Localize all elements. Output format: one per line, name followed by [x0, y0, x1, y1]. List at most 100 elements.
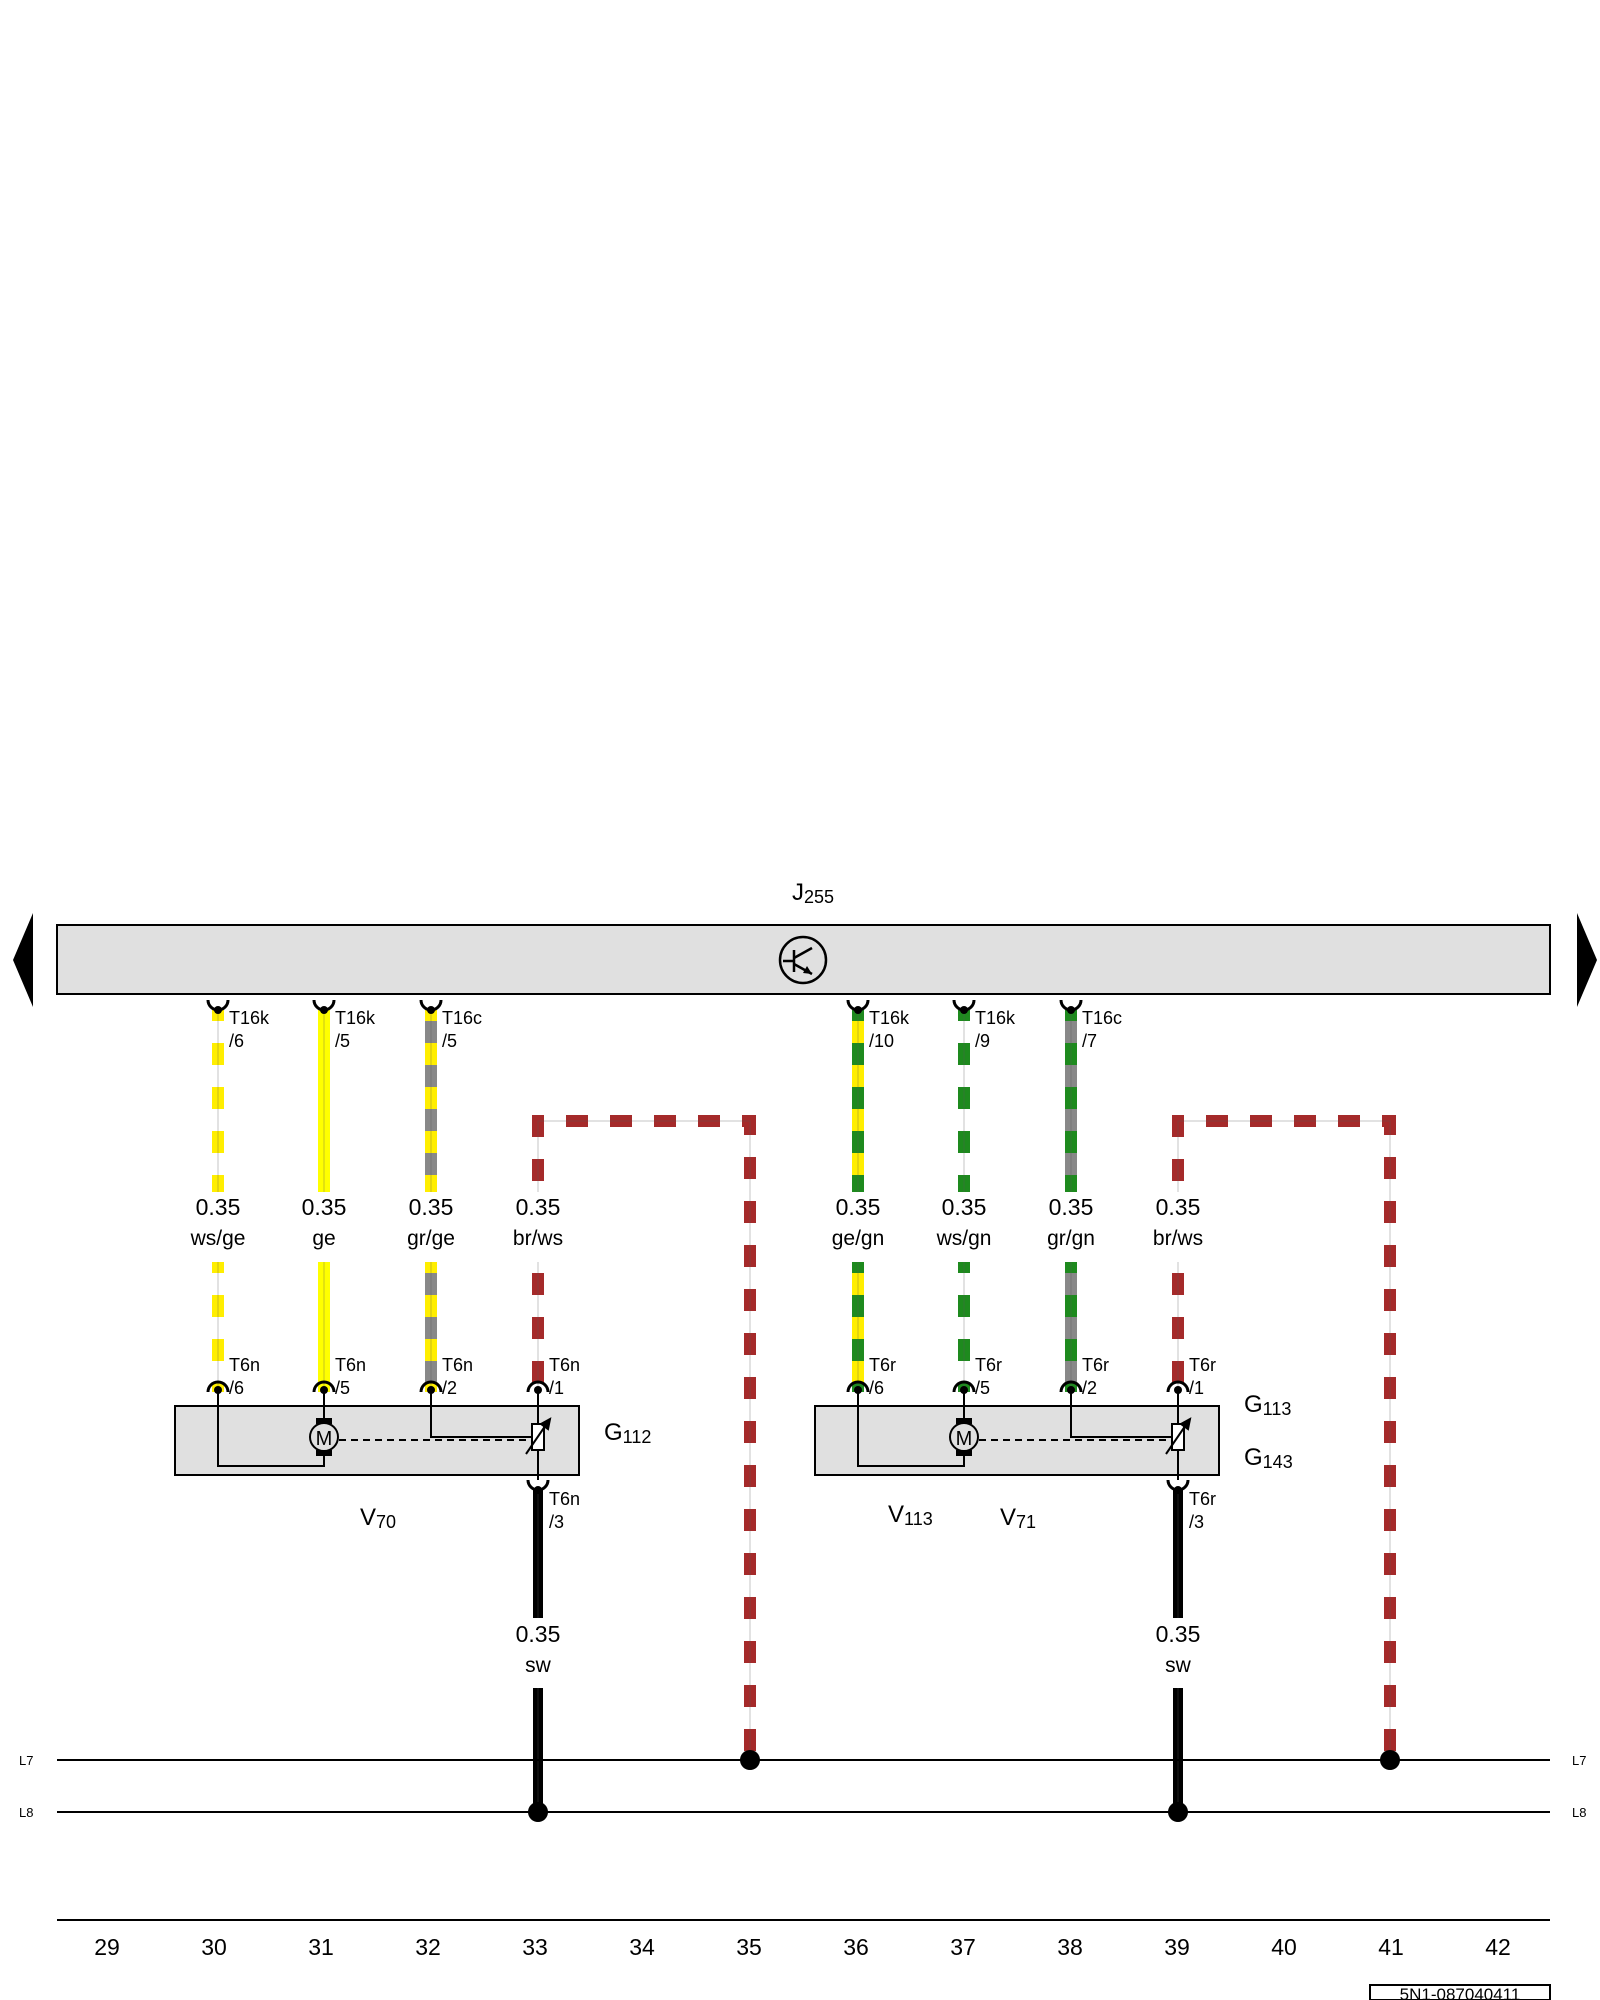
wire-labels: 0.35 ws/ge 0.35 ge 0.35 gr/ge 0.35 br/ws…: [190, 1194, 1204, 1677]
wire-color-label: br/ws: [1153, 1227, 1203, 1250]
ground-wire-color-label: sw: [525, 1654, 552, 1677]
junction-dot: [1380, 1750, 1400, 1770]
grid-number: 29: [94, 1934, 120, 1960]
connector-pin-icon: [952, 999, 976, 1014]
bottom-connector-label: T6r: [869, 1355, 896, 1375]
grid-number: 42: [1485, 1934, 1511, 1960]
top-connector-label: T16c: [442, 1008, 482, 1028]
connector-pin-icon: [312, 999, 336, 1014]
wire-size-label: 0.35: [516, 1194, 561, 1220]
bottom-pin-label: /5: [975, 1378, 990, 1398]
top-connector-label: T16c: [1082, 1008, 1122, 1028]
grid-number: 37: [950, 1934, 976, 1960]
connector-pin-icon: [312, 1380, 336, 1394]
bottom-pin-label: /6: [229, 1378, 244, 1398]
bus-label: L8: [1572, 1805, 1586, 1820]
motor-label-v113: V113: [888, 1501, 933, 1529]
potentiometer-icon: [1165, 1417, 1192, 1455]
connector-pin-icon: [846, 999, 870, 1014]
connector-pin-icon: [419, 1380, 443, 1394]
connector-pin-icon: [1166, 1479, 1190, 1494]
top-connector-label: T16k: [975, 1008, 1016, 1028]
wire-size-label: 0.35: [1156, 1194, 1201, 1220]
ground-wire-size-label: 0.35: [516, 1621, 561, 1647]
junction-dot: [1168, 1802, 1188, 1822]
ground-connector-label: T6r: [1189, 1489, 1216, 1509]
wire-size-label: 0.35: [836, 1194, 881, 1220]
control-unit-label: J255: [792, 879, 834, 907]
bottom-connector-label: T6n: [335, 1355, 366, 1375]
connector-pin-icon: [1059, 999, 1083, 1014]
wire-color-label: gr/gn: [1047, 1227, 1095, 1250]
wire-color-label: ws/ge: [190, 1227, 246, 1250]
connector-pin-icon: [1059, 1380, 1083, 1394]
bottom-connector-label: T6n: [442, 1355, 473, 1375]
grid-number: 39: [1164, 1934, 1190, 1960]
top-pin-label: /9: [975, 1031, 990, 1051]
ground-wire-size-label: 0.35: [1156, 1621, 1201, 1647]
ground-pin-label: /3: [1189, 1512, 1204, 1532]
wire-w4: [532, 1115, 756, 1760]
motor-label-v71: V71: [1000, 1504, 1036, 1532]
connector-pin-icon: [419, 999, 443, 1014]
wire-size-label: 0.35: [302, 1194, 347, 1220]
grid-number: 36: [843, 1934, 869, 1960]
wire-size-label: 0.35: [942, 1194, 987, 1220]
grid-number: 40: [1271, 1934, 1297, 1960]
connector-pin-icon: [206, 999, 230, 1014]
motor-label-v70: V70: [360, 1504, 396, 1532]
reference-box: [1369, 1984, 1551, 2000]
wire-color-label: ws/gn: [936, 1227, 992, 1250]
sensor-label-g113: G113: [1244, 1391, 1291, 1419]
sensor-label-g112: G112: [604, 1419, 651, 1447]
top-connector-label: T16k: [869, 1008, 910, 1028]
wire-color-label: ge: [312, 1227, 335, 1250]
top-pin-label: /7: [1082, 1031, 1097, 1051]
top-pin-label: /5: [335, 1031, 350, 1051]
triangle-left-icon[interactable]: [13, 913, 33, 1007]
ground-pin-label: /3: [549, 1512, 564, 1532]
junction-dot: [740, 1750, 760, 1770]
top-pin-label: /10: [869, 1031, 894, 1051]
bottom-connector-label: T6r: [1189, 1355, 1216, 1375]
motor-icon: M: [949, 1418, 979, 1456]
ground-connector-label: T6n: [549, 1489, 580, 1509]
wire-color-label: gr/ge: [407, 1227, 455, 1250]
bottom-pin-label: /1: [1189, 1378, 1204, 1398]
wire-color-label: ge/gn: [832, 1227, 885, 1250]
ground-wire-color-label: sw: [1165, 1654, 1192, 1677]
junction-dot: [528, 1802, 548, 1822]
bottom-pin-label: /2: [1082, 1378, 1097, 1398]
connector-pin-icon: [846, 1380, 870, 1394]
connector-pin-icon: [206, 1380, 230, 1394]
bottom-connector-label: T6r: [1082, 1355, 1109, 1375]
grid-number: 38: [1057, 1934, 1083, 1960]
svg-text:M: M: [956, 1428, 973, 1450]
grid-number: 34: [629, 1934, 655, 1960]
bus-label: L8: [19, 1805, 33, 1820]
connector-labels: T16k /6 T16k /5 T16c /5 T16k /10 T16k /9…: [229, 1008, 1216, 1532]
wire-size-label: 0.35: [409, 1194, 454, 1220]
top-pin-label: /5: [442, 1031, 457, 1051]
grid-number: 32: [415, 1934, 441, 1960]
connector-pin-icon: [1166, 1380, 1190, 1394]
connector-pin-icon: [526, 1479, 550, 1494]
grid-number: 33: [522, 1934, 548, 1960]
grid-number: 41: [1378, 1934, 1404, 1960]
wire-w8: [1172, 1115, 1396, 1760]
transistor-icon: [778, 935, 828, 985]
top-connector-label: T16k: [229, 1008, 270, 1028]
connector-pin-icon: [526, 1380, 550, 1394]
svg-text:M: M: [316, 1428, 333, 1450]
reference-label: 5N1-087040411: [1400, 1985, 1521, 2000]
triangle-right-icon[interactable]: [1577, 913, 1597, 1007]
wire-size-label: 0.35: [196, 1194, 241, 1220]
grid-number: 35: [736, 1934, 762, 1960]
grid-number: 30: [201, 1934, 227, 1960]
bus-label: L7: [19, 1753, 33, 1768]
wire-color-label: br/ws: [513, 1227, 563, 1250]
motor-icon: M: [309, 1418, 339, 1456]
connector-pin-icon: [952, 1380, 976, 1394]
component-internals: [217, 1392, 1179, 1480]
